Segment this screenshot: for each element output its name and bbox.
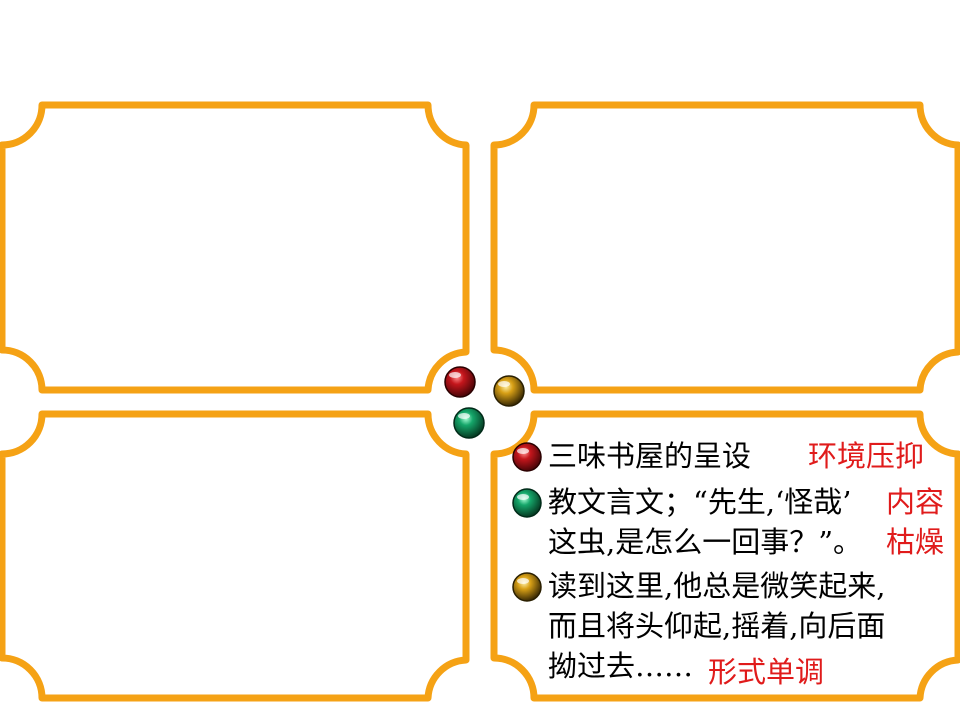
- note-dry: 枯燥: [886, 525, 945, 559]
- item-text-line: 而且将头仰起,摇着,向后面: [548, 609, 886, 643]
- center-balls: [444, 366, 525, 439]
- frame-top-right: [490, 101, 960, 394]
- frame-bottom-left: [0, 410, 470, 702]
- gold-ball-icon: [493, 375, 525, 407]
- red-bullet-icon: [512, 442, 542, 472]
- note-environment: 环境压抑: [808, 439, 925, 473]
- item-text-line: 读到这里,他总是微笑起来,: [548, 569, 886, 603]
- item-text-line: 拗过去……: [548, 649, 694, 683]
- gold-bullet-icon: [512, 572, 542, 602]
- note-content: 内容: [886, 485, 945, 519]
- frame-bottom-right: [490, 410, 960, 702]
- green-bullet-icon: [512, 488, 542, 518]
- item-text-line: 这虫,是怎么一回事？”。: [548, 525, 863, 559]
- note-form: 形式单调: [708, 655, 825, 689]
- item-text-line: 教文言文；“先生,‘怪哉’: [548, 485, 852, 519]
- red-ball-icon: [444, 366, 476, 398]
- item-text-line: 三味书屋的呈设: [548, 439, 752, 473]
- green-ball-icon: [453, 407, 485, 439]
- frame-top-left: [0, 101, 470, 394]
